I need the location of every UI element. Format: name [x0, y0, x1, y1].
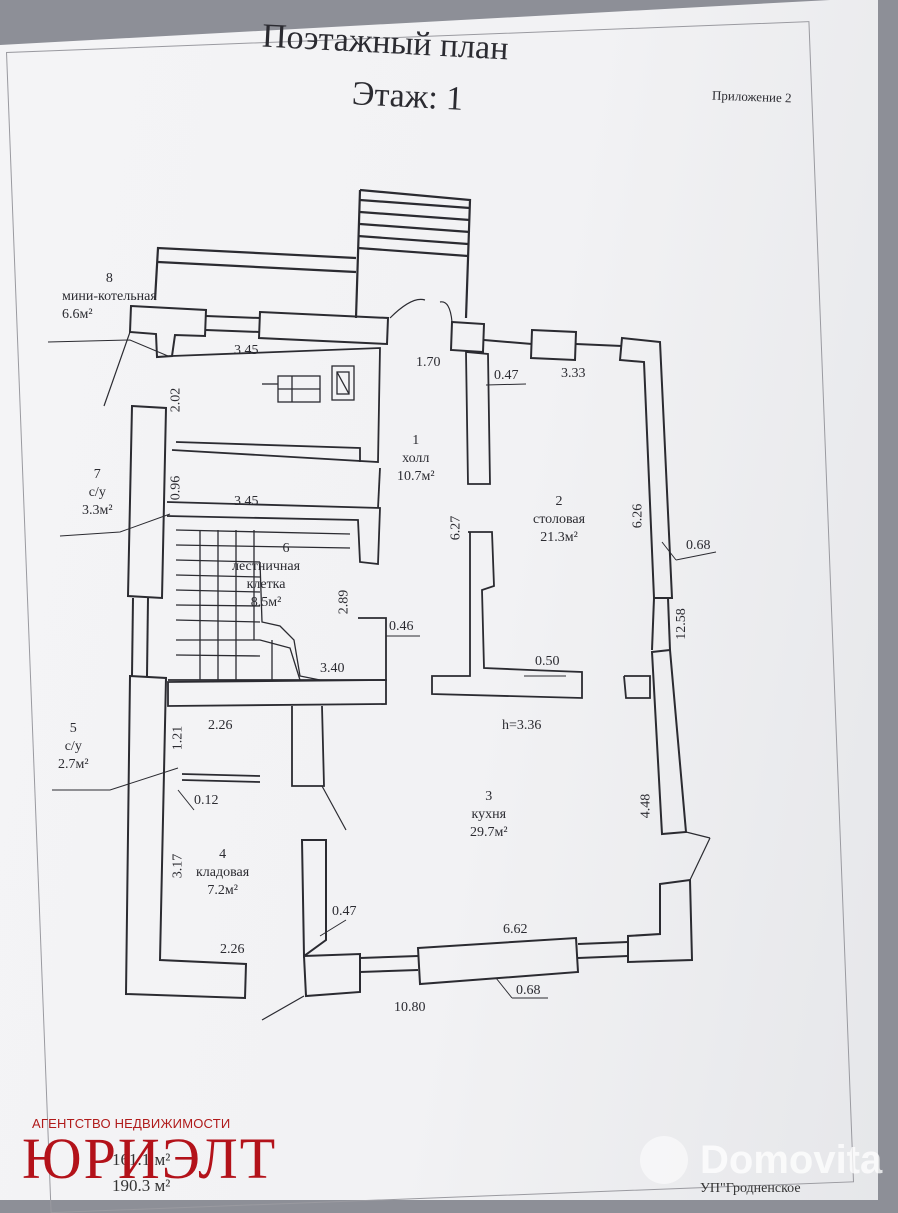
room-2-label: 2 столовая 21.3м²: [533, 493, 585, 547]
dimension-label: 12.58: [673, 608, 689, 640]
dimension-label: 6.26: [630, 503, 646, 529]
room-area: 3.3м²: [82, 503, 113, 518]
room-name: холл: [402, 451, 430, 466]
room-number: 4: [219, 847, 227, 862]
room-name: столовая: [533, 512, 586, 527]
room-8-label: 8 мини-котельная 6.6м²: [62, 270, 157, 324]
dimension-label: 0.47: [332, 904, 357, 919]
room-number: 2: [555, 494, 563, 509]
dimension-label: 2.26: [208, 718, 233, 733]
room-area: 8.5м²: [250, 595, 282, 610]
interior-walls: [166, 347, 651, 787]
area-total: 190.3 м²: [112, 1176, 171, 1195]
room-area: 6.6м²: [62, 307, 93, 322]
leader-lines: [47, 339, 717, 999]
room-name: клетка: [246, 577, 286, 592]
agency-tagline: АГЕНТСТВО НЕДВИЖИМОСТИ: [32, 1116, 231, 1131]
boiler-equipment: [262, 365, 355, 403]
dimension-label: 0.68: [516, 983, 541, 998]
room-name: с/у: [64, 739, 82, 754]
room-name: с/у: [88, 485, 106, 500]
document-sheet: [0, 0, 878, 1200]
dimension-label: 3.17: [170, 853, 186, 879]
dimension-label: 3.33: [561, 366, 586, 381]
room-number: 5: [69, 721, 77, 736]
dimension-label: 6.27: [448, 515, 464, 541]
ceiling-height: h=3.36: [502, 718, 542, 733]
dimension-label: 3.45: [234, 494, 259, 509]
room-name: лестничная: [232, 559, 301, 574]
area-partial: 161.1 м²: [112, 1150, 171, 1169]
dimension-label: 2.02: [168, 387, 184, 413]
dimension-label: 0.47: [494, 368, 519, 383]
dimension-label: 2.26: [220, 942, 245, 957]
room-6-label: 6 лестничная клетка 8.5м²: [232, 540, 300, 612]
room-name: кухня: [471, 807, 507, 822]
dimension-label: 3.45: [234, 343, 259, 358]
staircase: [175, 529, 351, 681]
room-area: 7.2м²: [207, 883, 238, 898]
entrance-stairs: [354, 188, 472, 319]
outer-walls: [124, 304, 694, 1000]
agency-logo: ЮРИЭЛТ: [22, 1126, 278, 1191]
room-number: 7: [93, 467, 101, 482]
dimension-label: 4.48: [638, 793, 654, 819]
room-number: 6: [282, 541, 290, 556]
room-name: мини-котельная: [62, 289, 157, 304]
dimension-label: 0.12: [194, 793, 219, 808]
watermark-text: Domovita: [700, 1138, 883, 1182]
room-5-label: 5 с/у 2.7м²: [58, 720, 89, 774]
room-number: 8: [105, 271, 113, 286]
domovita-logo-icon: [640, 1136, 688, 1184]
room-area: 21.3м²: [540, 530, 578, 545]
room-area: 10.7м²: [397, 469, 435, 484]
dimension-label: 6.62: [503, 922, 528, 937]
dimension-label: 3.40: [320, 661, 345, 676]
room-4-label: 4 кладовая 7.2м²: [196, 846, 249, 900]
room-name: кладовая: [196, 865, 250, 880]
room-area: 2.7м²: [58, 757, 89, 772]
door-swings: [103, 298, 711, 1021]
dimension-label: 10.80: [394, 1000, 426, 1015]
room-area: 29.7м²: [470, 825, 508, 840]
dimension-label: 1.70: [416, 355, 441, 370]
dimension-label: 0.68: [686, 538, 711, 553]
dimension-label: 0.50: [535, 654, 560, 669]
room-7-label: 7 с/у 3.3м²: [82, 466, 113, 520]
room-3-label: 3 кухня 29.7м²: [470, 788, 508, 842]
dimension-label: 0.46: [389, 619, 414, 634]
terrace-outline: [153, 246, 357, 301]
dimension-label: 0.96: [168, 475, 184, 501]
room-number: 3: [485, 789, 493, 804]
dimension-label: 1.21: [170, 725, 186, 751]
dimension-label: 2.89: [336, 589, 352, 615]
organization-name: УП"Гродненское: [700, 1181, 801, 1196]
room-number: 1: [412, 433, 420, 448]
room-1-label: 1 холл 10.7м²: [397, 432, 435, 486]
